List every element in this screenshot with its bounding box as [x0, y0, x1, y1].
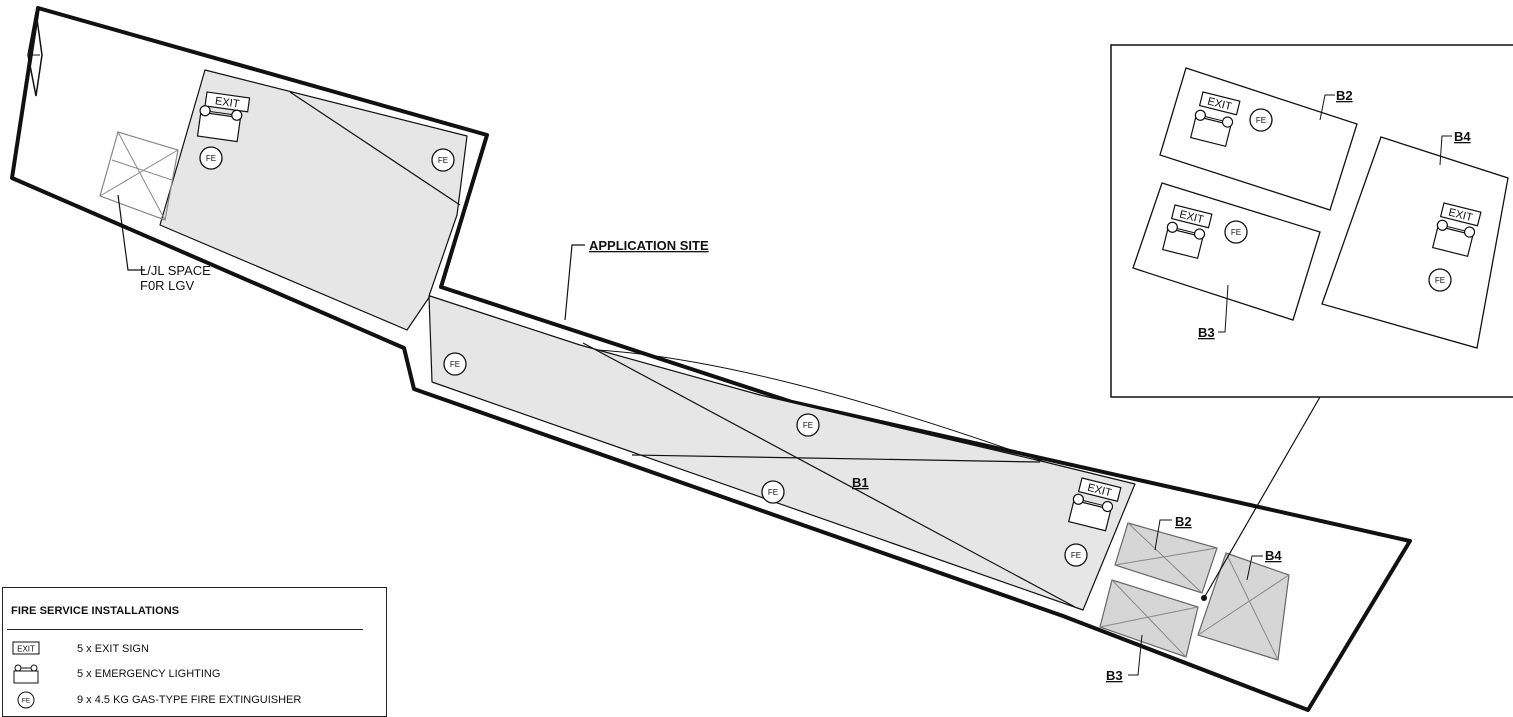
legend-panel: FIRE SERVICE INSTALLATIONS EXIT 5 x EXIT…: [2, 587, 387, 717]
application-site-label: APPLICATION SITE: [589, 238, 709, 253]
inset-callout-dot: [1201, 595, 1207, 601]
legend-divider: [7, 629, 363, 630]
fire-extinguisher-icon: FE: [761, 480, 785, 504]
b4-leader-line: [1246, 555, 1263, 581]
svg-text:EXIT: EXIT: [1447, 207, 1474, 225]
exit-sign: EXIT: [204, 91, 251, 113]
svg-text:FE: FE: [22, 698, 31, 705]
b2-leader-line: [1154, 519, 1172, 551]
svg-text:EXIT: EXIT: [214, 95, 240, 110]
svg-text:FE: FE: [1256, 116, 1266, 125]
exit-sign: EXIT: [1198, 91, 1241, 116]
b1-cross-line-1: [289, 91, 461, 206]
lgv-space-hatch: [99, 131, 179, 221]
legend-item-label: 5 x EXIT SIGN: [77, 643, 149, 655]
svg-text:EXIT: EXIT: [1206, 96, 1233, 114]
fire-extinguisher-icon: FE: [796, 413, 820, 437]
fire-extinguisher-icon: FE: [1064, 543, 1088, 567]
svg-text:FE: FE: [803, 421, 813, 430]
inset-b2-label: B2: [1336, 88, 1353, 103]
inset-b4-outline: [1321, 136, 1509, 349]
b4-label: B4: [1265, 548, 1282, 563]
b1-label: B1: [852, 475, 869, 490]
application-site-leader-line: [564, 244, 585, 321]
b1-cross-line-3: [631, 454, 1041, 463]
b3-label: B3: [1106, 668, 1123, 683]
fire-extinguisher-icon: FE: [1249, 108, 1273, 132]
structure-b2: [1114, 522, 1218, 594]
svg-text:EXIT: EXIT: [1086, 482, 1113, 500]
exit-sign: EXIT: [1439, 202, 1482, 227]
lgv-leader-line: [117, 194, 145, 271]
svg-text:FE: FE: [450, 360, 460, 369]
lgv-space-label-line1: L/JL SPACE: [140, 263, 211, 278]
b1-inner-curve: [596, 349, 1046, 463]
emergency-light: [1067, 493, 1114, 532]
fire-extinguisher-icon: FE: [199, 146, 223, 170]
svg-text:FE: FE: [1435, 276, 1445, 285]
exit-sign: EXIT: [1077, 477, 1122, 502]
svg-text:EXIT: EXIT: [1178, 209, 1205, 227]
site-boundary: [10, 6, 1412, 712]
svg-text:FE: FE: [1071, 551, 1081, 560]
emergency-lighting-icon: [13, 664, 39, 684]
legend-item-label: 5 x EMERGENCY LIGHTING: [77, 668, 221, 680]
emergency-light: [196, 105, 243, 143]
building-b1: [159, 69, 1136, 611]
inset-b4-label: B4: [1454, 129, 1471, 144]
legend-title: FIRE SERVICE INSTALLATIONS: [11, 605, 180, 617]
inset-b2-leader-line: [1319, 94, 1335, 121]
exit-sign-icon: EXIT: [12, 641, 40, 655]
fire-extinguisher-icon: FE: [17, 691, 35, 709]
fire-extinguisher-icon: FE: [443, 352, 467, 376]
structure-b4: [1197, 552, 1290, 661]
b1-cross-line-2: [582, 342, 1076, 608]
svg-text:FE: FE: [768, 488, 778, 497]
exit-sign: EXIT: [1170, 204, 1213, 229]
fire-extinguisher-icon: FE: [431, 148, 455, 172]
emergency-light: [1431, 219, 1476, 258]
inset-b3-label: B3: [1198, 325, 1215, 340]
legend-item-exit-sign: EXIT 5 x EXIT SIGN: [11, 639, 381, 659]
b3-leader-line: [1128, 634, 1143, 676]
inset-callout-line: [1203, 396, 1321, 599]
legend-item-fire-extinguisher: FE 9 x 4.5 KG GAS-TYPE FIRE EXTINGUISHER: [11, 690, 381, 710]
legend-item-label: 9 x 4.5 KG GAS-TYPE FIRE EXTINGUISHER: [77, 694, 302, 706]
inset-b4-leader-line: [1439, 135, 1452, 166]
legend-item-emergency-lighting: 5 x EMERGENCY LIGHTING: [11, 664, 381, 684]
structure-b3: [1099, 579, 1199, 658]
inset-b3-leader-line: [1218, 284, 1229, 333]
fire-extinguisher-icon: FE: [1428, 268, 1452, 292]
b2-label: B2: [1175, 514, 1192, 529]
site-marker: [27, 11, 43, 97]
svg-text:FE: FE: [438, 156, 448, 165]
svg-text:EXIT: EXIT: [17, 645, 35, 654]
svg-text:FE: FE: [206, 154, 216, 163]
fire-extinguisher-icon: FE: [1224, 220, 1248, 244]
lgv-space-label-line2: F0R LGV: [140, 278, 195, 293]
svg-text:FE: FE: [1231, 228, 1241, 237]
emergency-light: [1189, 109, 1234, 148]
emergency-light: [1161, 221, 1206, 260]
